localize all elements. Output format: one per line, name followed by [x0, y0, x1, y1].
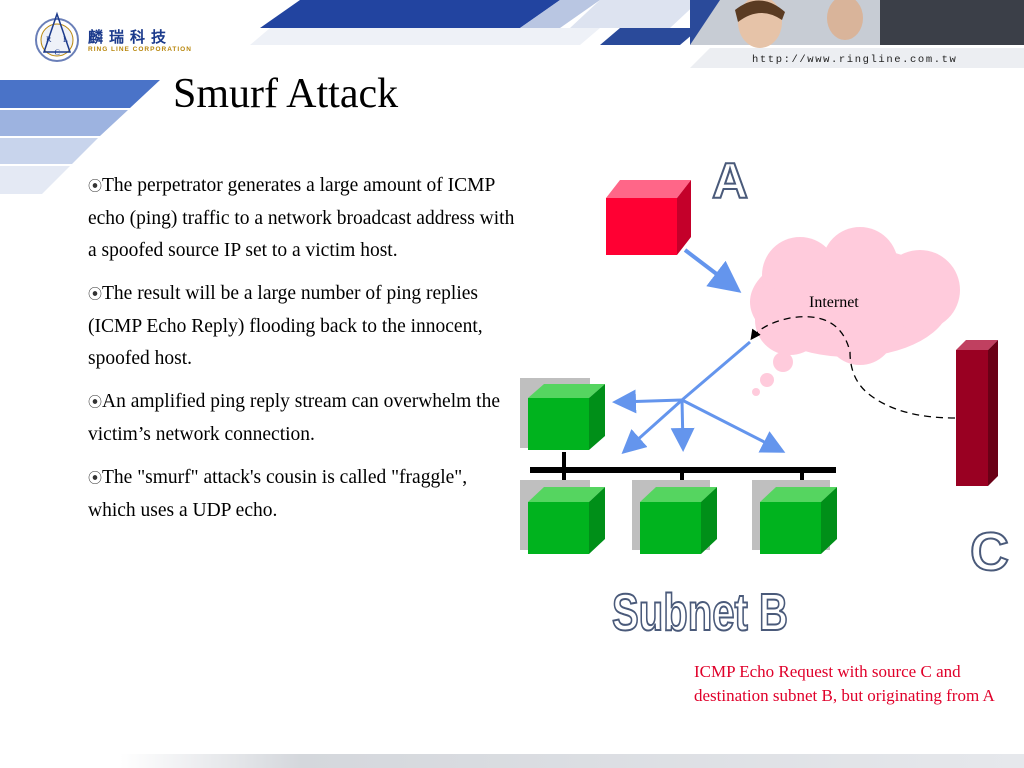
label-subnet-b: Subnet B [612, 584, 788, 642]
url-bar [690, 48, 1024, 68]
header-stripe [570, 0, 700, 28]
side-stripe [0, 138, 98, 164]
internet-label: Internet [809, 294, 859, 311]
diagram-caption: ICMP Echo Request with source C and dest… [694, 662, 995, 705]
bullet-marker-icon: ⦿ [88, 395, 102, 411]
bullet-item: ⦿An amplified ping reply stream can over… [88, 386, 518, 451]
header-stripe [690, 0, 720, 45]
header-banner: R L C [0, 0, 1024, 194]
subnet-host-2 [632, 480, 717, 554]
internet-cloud [750, 227, 960, 396]
company-url: http://www.ringline.com.tw [752, 54, 958, 66]
subnet-host-top [520, 378, 605, 450]
header-stripe [250, 28, 600, 45]
logo-text: 麟瑞科技 RING LINE CORPORATION [88, 28, 228, 54]
header-stripe [600, 28, 700, 45]
side-stripe [0, 80, 160, 108]
subnet-host-3 [752, 480, 837, 554]
header-stripe [520, 0, 600, 28]
dashed-path-c [750, 316, 956, 419]
bullet-item: ⦿The result will be a large number of pi… [88, 278, 518, 375]
bullet-text: The "smurf" attack's cousin is called "f… [88, 467, 468, 521]
network-diagram: A Internet C [520, 152, 1010, 643]
bullet-text: The perpetrator generates a large amount… [88, 175, 515, 261]
logo-chinese: 麟瑞科技 [88, 28, 173, 46]
bullet-marker-icon: ⦿ [88, 471, 102, 487]
bullet-item: ⦿The perpetrator generates a large amoun… [88, 170, 518, 267]
header-stripe [260, 0, 560, 28]
host-a-cube [606, 180, 691, 255]
company-logo: R L C [35, 11, 79, 62]
broadcast-arrows [612, 340, 786, 454]
logo-letter-l: L [63, 35, 68, 44]
side-stripe [0, 166, 70, 194]
header-photo-dark [880, 0, 1024, 45]
bullet-item: ⦿The "smurf" attack's cousin is called "… [88, 462, 518, 527]
person-hair-icon [735, 0, 785, 22]
bullet-text: An amplified ping reply stream can overw… [88, 391, 500, 445]
bullet-list: ⦿The perpetrator generates a large amoun… [88, 170, 518, 538]
host-c-box [956, 340, 998, 486]
arrow-a-to-internet [683, 248, 742, 293]
bullet-marker-icon: ⦿ [88, 287, 102, 303]
subnet-host-1 [520, 480, 605, 554]
bullet-marker-icon: ⦿ [88, 179, 102, 195]
side-stripe [0, 110, 128, 136]
bullet-text: The result will be a large number of pin… [88, 283, 483, 369]
logo-english: RING LINE CORPORATION [88, 46, 192, 53]
logo-letter-r: R [46, 35, 52, 44]
logo-letter-c: C [55, 48, 60, 57]
slide-title: Smurf Attack [173, 71, 399, 117]
person-face-icon [827, 0, 863, 40]
footer-bar [120, 754, 1024, 768]
label-c: C [970, 522, 1009, 582]
label-a: A [712, 153, 748, 209]
